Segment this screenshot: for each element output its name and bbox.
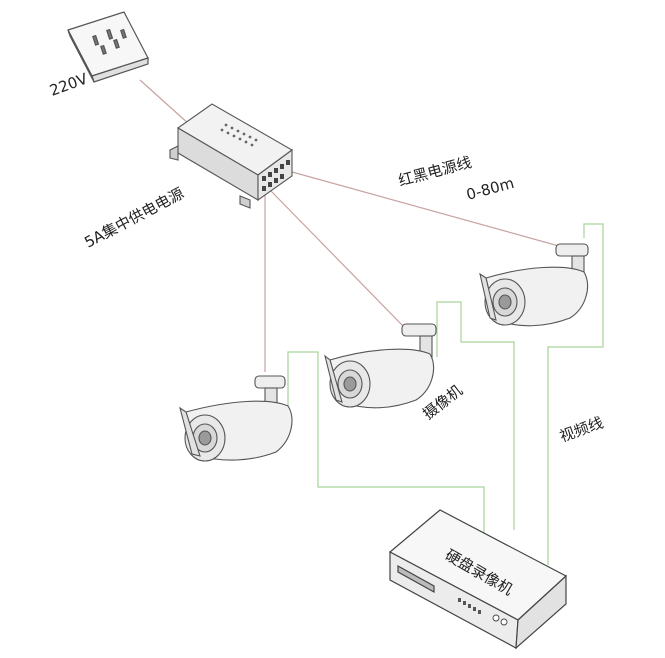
video-cable-label: 视频线 xyxy=(557,413,605,445)
video-line-camera-3 xyxy=(547,223,604,565)
power-outlet-icon xyxy=(67,11,149,83)
camera-icon xyxy=(324,323,437,409)
mains-power-line xyxy=(139,79,191,126)
distance-label: 0-80m xyxy=(464,174,516,204)
voltage-label: 220V xyxy=(47,69,90,99)
dvr-icon xyxy=(388,509,568,650)
power-line-to-camera-2 xyxy=(269,189,406,329)
power-supply-icon xyxy=(169,103,294,209)
power-lines xyxy=(139,79,567,372)
power-cable-label: 红黑电源线 xyxy=(396,153,473,190)
power-supply-label: 5A集中供电电源 xyxy=(81,184,186,251)
camera-icon xyxy=(479,243,589,327)
camera-icon xyxy=(179,375,293,462)
video-line-camera-2 xyxy=(436,301,515,530)
video-lines xyxy=(287,223,604,565)
power-line-to-camera-3 xyxy=(284,169,567,249)
video-line-camera-1 xyxy=(287,351,485,542)
